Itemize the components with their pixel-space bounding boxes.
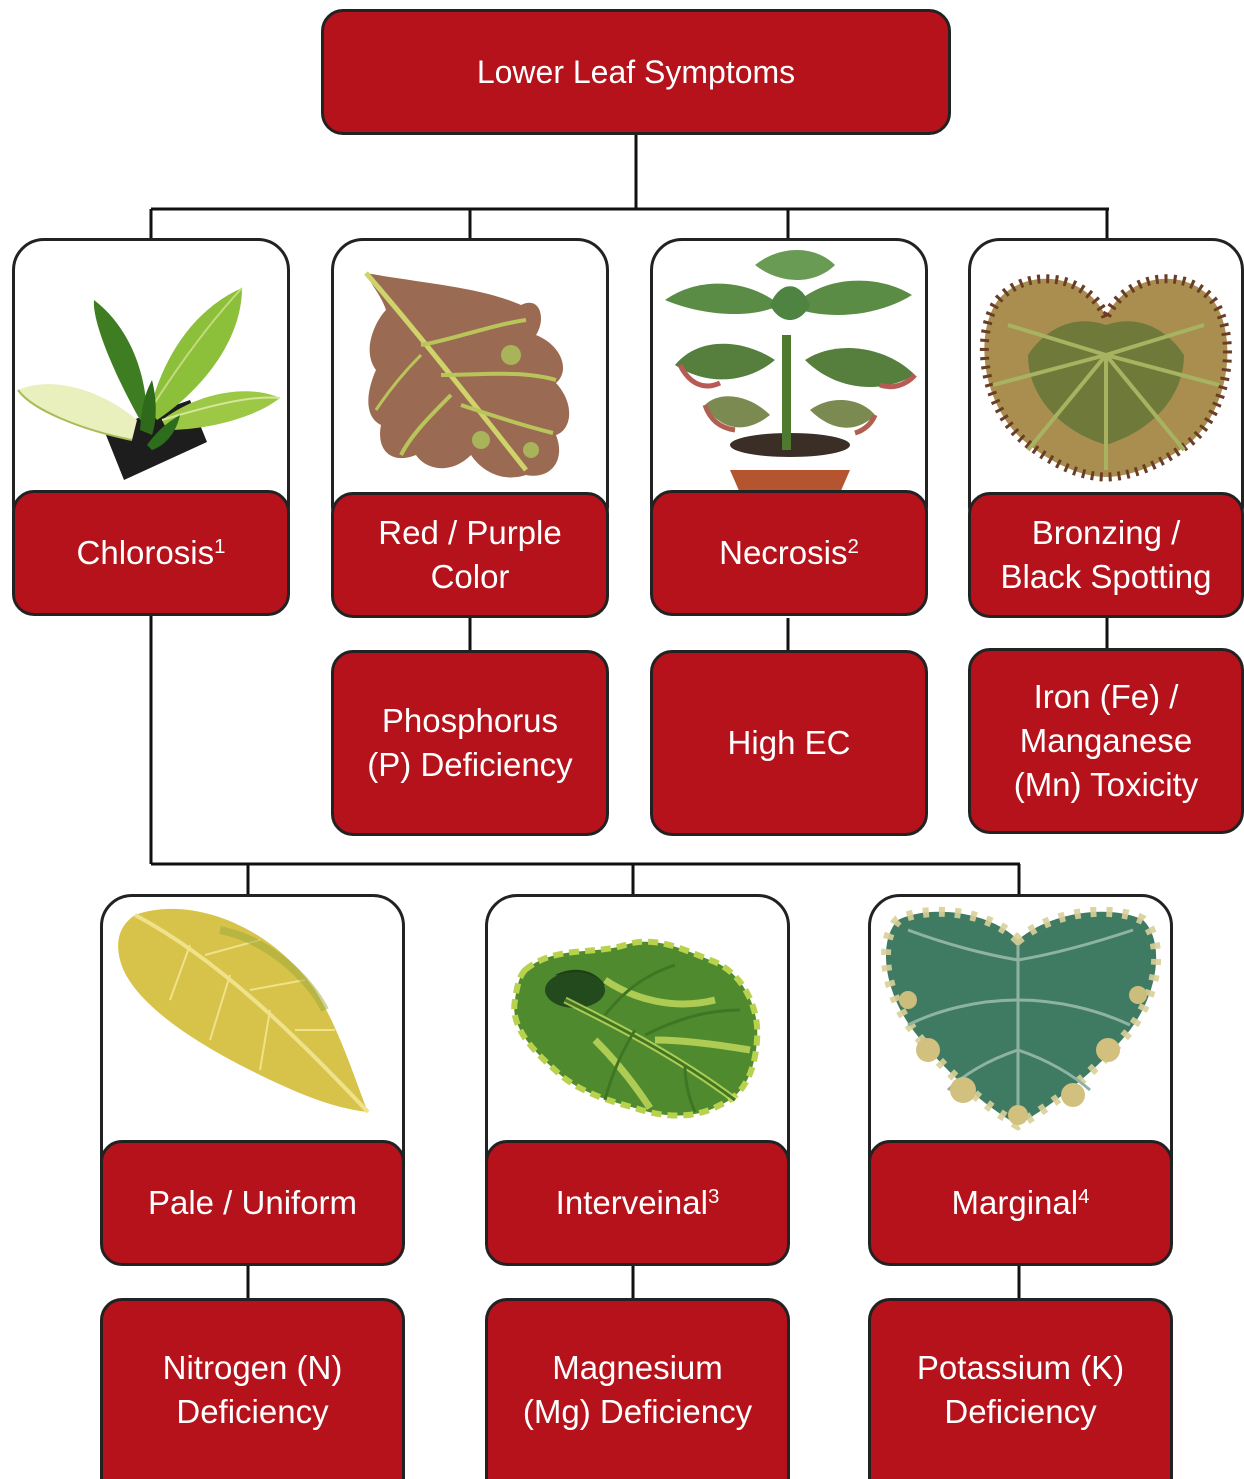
footnote-marker-3: 3 (708, 1185, 719, 1208)
necrosis-label: Necrosis (719, 534, 847, 571)
bronzing-symptom-box: Bronzing / Black Spotting (968, 492, 1244, 618)
leaf-plant-chlorosis-photo (12, 280, 290, 490)
leaf-yellow-photo (100, 900, 405, 1122)
root-label: Lower Leaf Symptoms (477, 50, 795, 94)
interveinal-label: Interveinal (556, 1184, 708, 1221)
leaf-purple-photo (331, 265, 609, 490)
leaf-bronzing-photo (968, 255, 1244, 485)
marginal-symptom-box: Marginal4 (868, 1140, 1173, 1266)
marginal-label: Marginal (952, 1184, 1079, 1221)
necrosis-symptom-box: Necrosis2 (650, 490, 928, 616)
footnote-marker-4: 4 (1078, 1185, 1089, 1208)
leaf-interveinal-photo (485, 930, 790, 1130)
high-ec-diagnosis-label: High EC (728, 721, 851, 765)
phosphorus-diagnosis-box: Phosphorus (P) Deficiency (331, 650, 609, 836)
high-ec-diagnosis-box: High EC (650, 650, 928, 836)
footnote-marker-2: 2 (847, 535, 858, 558)
chlorosis-symptom-box: Chlorosis1 (12, 490, 290, 616)
magnesium-diagnosis-label: Magnesium (Mg) Deficiency (523, 1346, 752, 1434)
leaf-marginal-photo (868, 900, 1173, 1132)
red-purple-symptom-box: Red / Purple Color (331, 492, 609, 618)
red-purple-label: Red / Purple Color (378, 511, 561, 599)
bronzing-label: Bronzing / Black Spotting (1001, 511, 1212, 599)
sunflower-necrosis-photo (650, 245, 928, 493)
root-node: Lower Leaf Symptoms (321, 9, 951, 135)
chlorosis-label: Chlorosis (77, 534, 215, 571)
interveinal-symptom-box: Interveinal3 (485, 1140, 790, 1266)
pale-uniform-label: Pale / Uniform (148, 1181, 357, 1225)
potassium-diagnosis-box: Potassium (K) Deficiency (868, 1298, 1173, 1479)
pale-uniform-symptom-box: Pale / Uniform (100, 1140, 405, 1266)
phosphorus-diagnosis-label: Phosphorus (P) Deficiency (367, 699, 572, 787)
nitrogen-diagnosis-box: Nitrogen (N) Deficiency (100, 1298, 405, 1479)
magnesium-diagnosis-box: Magnesium (Mg) Deficiency (485, 1298, 790, 1479)
iron-manganese-diagnosis-label: Iron (Fe) / Manganese (Mn) Toxicity (1014, 675, 1199, 807)
nitrogen-diagnosis-label: Nitrogen (N) Deficiency (163, 1346, 343, 1434)
potassium-diagnosis-label: Potassium (K) Deficiency (917, 1346, 1124, 1434)
iron-manganese-diagnosis-box: Iron (Fe) / Manganese (Mn) Toxicity (968, 648, 1244, 834)
footnote-marker-1: 1 (214, 535, 225, 558)
